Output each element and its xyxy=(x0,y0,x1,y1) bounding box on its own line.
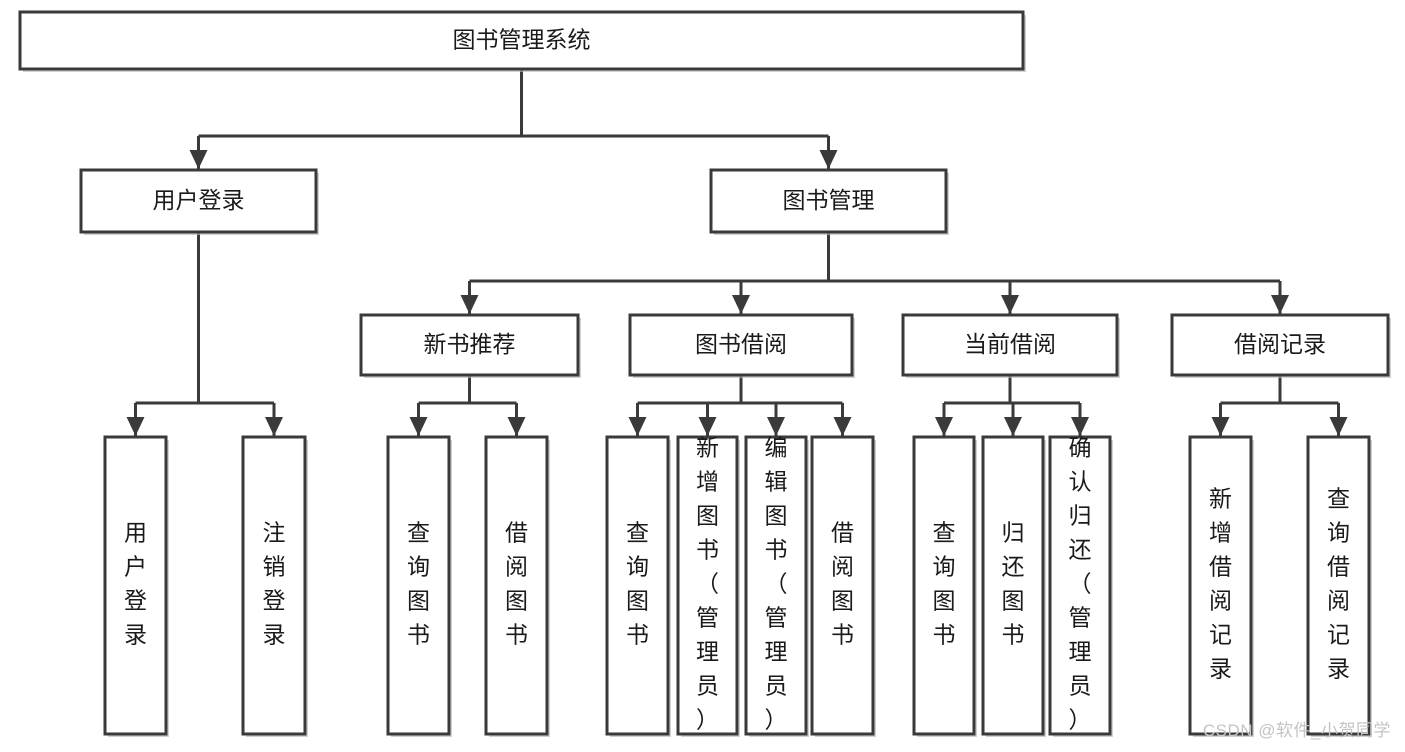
node-leaf-borrow-1[interactable]: 查询图书 xyxy=(605,435,671,737)
node-label: 新增图书（管理员） xyxy=(696,435,719,733)
node-label: 借阅图书 xyxy=(831,520,854,648)
edge-arrowhead xyxy=(819,150,838,169)
node-label: 借阅记录 xyxy=(1234,331,1326,357)
edge-arrowhead xyxy=(1001,295,1019,314)
node-label: 查询图书 xyxy=(933,520,956,648)
node-rect[interactable] xyxy=(628,313,854,377)
node-label: 用户登录 xyxy=(153,187,245,213)
node-leaf-records-1[interactable]: 新增借阅记录 xyxy=(1188,435,1254,737)
node-rect[interactable] xyxy=(901,313,1119,377)
node-label: 当前借阅 xyxy=(964,331,1056,357)
node-newbook[interactable]: 新书推荐 xyxy=(359,313,581,378)
node-rect[interactable] xyxy=(744,435,808,736)
edge-arrowhead xyxy=(1211,417,1230,436)
node-rect[interactable] xyxy=(981,435,1045,736)
node-rect[interactable] xyxy=(79,168,318,234)
node-rect[interactable] xyxy=(241,435,307,736)
edge-arrowhead xyxy=(628,417,647,436)
node-leaf-newbook-1[interactable]: 查询图书 xyxy=(386,435,452,737)
node-label: 借阅图书 xyxy=(505,520,528,648)
node-rect[interactable] xyxy=(605,435,670,736)
node-leaf-borrow-4[interactable]: 借阅图书 xyxy=(810,435,876,737)
node-rect[interactable] xyxy=(103,435,168,736)
edge-arrowhead xyxy=(409,417,428,436)
node-rect[interactable] xyxy=(709,168,948,234)
edge-arrowhead xyxy=(833,417,852,436)
node-label: 查询图书 xyxy=(626,520,649,648)
node-label: 图书借阅 xyxy=(695,331,787,357)
node-current[interactable]: 当前借阅 xyxy=(901,313,1120,378)
node-rect[interactable] xyxy=(18,10,1025,71)
node-rect[interactable] xyxy=(1170,313,1390,377)
csdn-watermark: CSDN @软件_小贺同学 xyxy=(1202,721,1391,740)
node-records[interactable]: 借阅记录 xyxy=(1170,313,1391,378)
node-rect[interactable] xyxy=(676,435,739,736)
node-label: 新增借阅记录 xyxy=(1209,486,1232,682)
node-label: 图书管理 xyxy=(783,187,875,213)
edge-arrowhead xyxy=(1004,417,1022,436)
node-label: 注销登录 xyxy=(263,520,286,648)
edge-arrowhead xyxy=(1271,295,1289,314)
node-leaf-current-2[interactable]: 归还图书 xyxy=(981,435,1046,737)
edge-arrowhead xyxy=(507,417,526,436)
node-label: 图书管理系统 xyxy=(453,27,591,53)
node-leaf-login-2[interactable]: 注销登录 xyxy=(241,435,308,737)
node-rect[interactable] xyxy=(810,435,875,736)
node-rect[interactable] xyxy=(1306,435,1371,736)
edge-arrowhead xyxy=(265,417,283,436)
node-label: 归还图书 xyxy=(1002,520,1025,648)
node-label: 编辑图书（管理员） xyxy=(765,435,788,733)
node-label: 用户登录 xyxy=(124,520,147,648)
edge-arrowhead xyxy=(126,417,145,436)
node-leaf-login-1[interactable]: 用户登录 xyxy=(103,435,169,737)
node-login[interactable]: 用户登录 xyxy=(79,168,319,235)
edge-arrowhead xyxy=(460,295,479,314)
node-root[interactable]: 图书管理系统 xyxy=(18,10,1026,72)
edge-arrowhead xyxy=(935,417,953,436)
node-borrow[interactable]: 图书借阅 xyxy=(628,313,855,378)
node-leaf-records-2[interactable]: 查询借阅记录 xyxy=(1306,435,1372,737)
node-label: 新书推荐 xyxy=(424,331,516,357)
edge-arrowhead xyxy=(698,417,717,436)
node-leaf-newbook-2[interactable]: 借阅图书 xyxy=(484,435,550,737)
node-rect[interactable] xyxy=(484,435,549,736)
node-label: 查询图书 xyxy=(407,520,430,648)
edge-arrowhead xyxy=(767,417,785,436)
node-rect[interactable] xyxy=(359,313,580,377)
node-label: 确认归还（管理员） xyxy=(1069,435,1092,733)
edge-arrowhead xyxy=(1071,417,1089,436)
node-bookmgmt[interactable]: 图书管理 xyxy=(709,168,949,235)
edge-arrowhead xyxy=(732,295,750,314)
node-label: 查询借阅记录 xyxy=(1327,486,1350,682)
node-rect[interactable] xyxy=(1188,435,1253,736)
edge-arrowhead xyxy=(189,150,208,169)
node-rect[interactable] xyxy=(1048,435,1112,736)
node-leaf-current-1[interactable]: 查询图书 xyxy=(912,435,977,737)
node-leaf-current-3[interactable]: 确认归还（管理员） xyxy=(1048,435,1113,738)
node-leaf-borrow-3[interactable]: 编辑图书（管理员） xyxy=(744,435,809,738)
node-rect[interactable] xyxy=(386,435,451,736)
node-leaf-borrow-2[interactable]: 新增图书（管理员） xyxy=(676,435,740,738)
edge-arrowhead xyxy=(1329,417,1348,436)
node-rect[interactable] xyxy=(912,435,976,736)
